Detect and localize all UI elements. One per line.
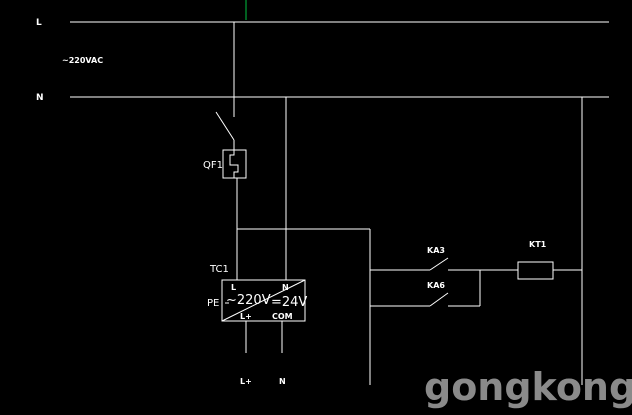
tc-out-com-label: COM [272,312,293,321]
breaker-switch-blade [215,111,235,141]
timer-coil-kt1 [517,261,554,280]
relay-ka3-contact [429,257,449,271]
watermark: gongkong [424,365,632,409]
timer-coil-label: KT1 [529,240,547,249]
transformer-divider [221,279,306,322]
breaker-thermal-icon [229,150,239,178]
tc-pe-label: PE [207,298,219,309]
transformer-tc1-box [221,279,306,322]
tc-in-n-label: N [282,283,289,292]
out-lplus-label: L+ [240,377,252,386]
tc-in-l-label: L [231,283,236,292]
out-n-label: N [279,377,286,386]
relay-ka6-contact [429,292,449,307]
breaker-label: QF1 [203,160,223,171]
transformer-label: TC1 [209,264,229,275]
tc-out-voltage-label: =24V [271,295,307,310]
bus-n-label: N [36,93,44,103]
tc-out-lplus-label: L+ [240,312,252,321]
relay-ka6-label: KA6 [427,281,445,290]
tc-in-voltage-label: ~220V [226,293,271,308]
supply-label: ~220VAC [62,56,103,65]
relay-ka3-label: KA3 [427,246,445,255]
bus-l-label: L [36,18,42,28]
